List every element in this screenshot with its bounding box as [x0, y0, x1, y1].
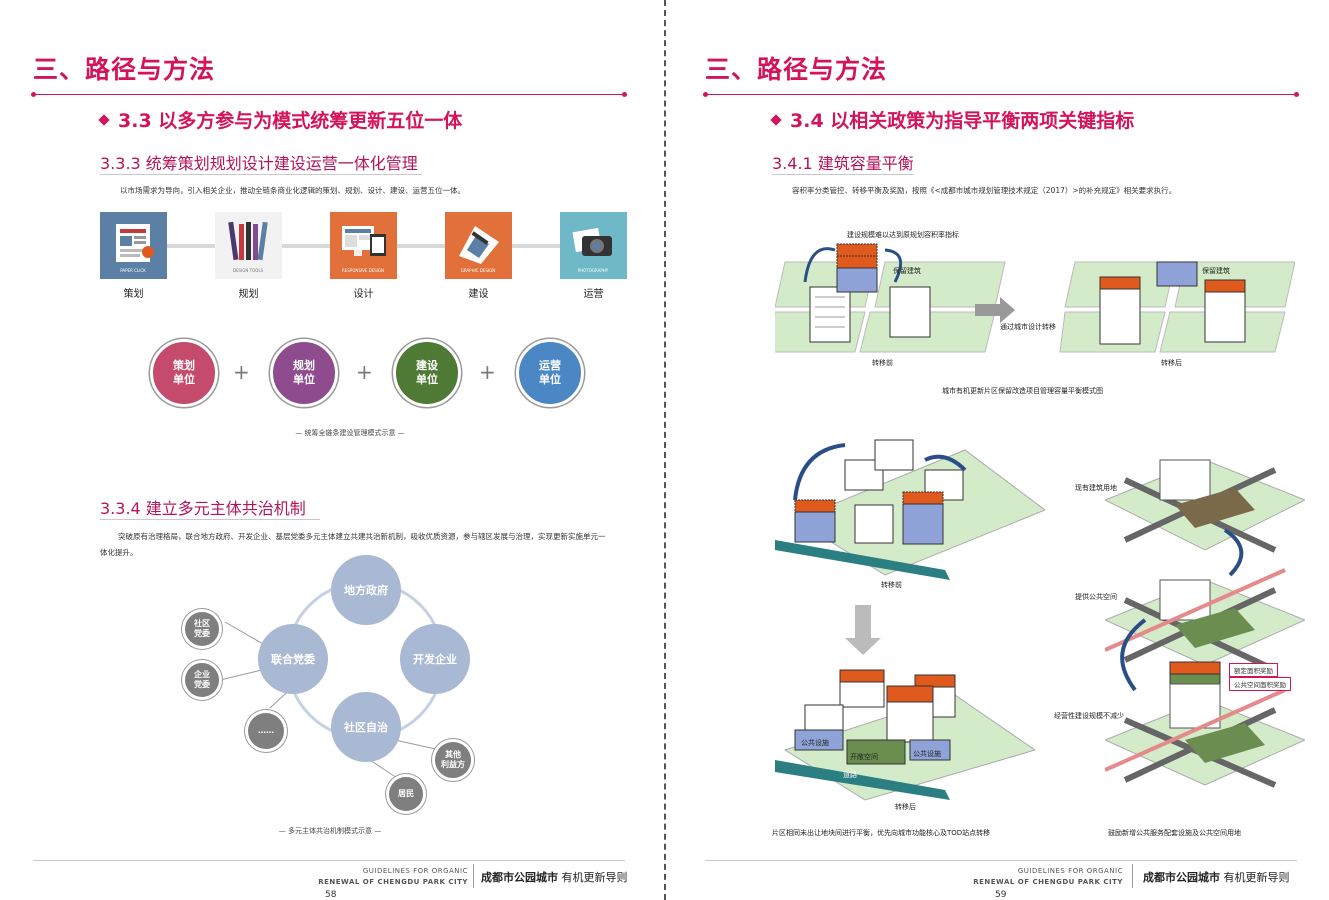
diagram2-road-label: 道路	[843, 771, 857, 779]
diagram1-keep-label-before: 保留建筑	[893, 267, 921, 275]
page-divider	[664, 0, 666, 900]
footer-divider	[33, 860, 625, 861]
camera-icon: PHOTOGRAPHY	[560, 212, 627, 279]
unit-construction: 建设 单位	[393, 339, 461, 407]
section-divider	[703, 92, 1299, 97]
satellite-enterprise-party: 企业 党委	[182, 660, 222, 700]
node-community-self-governance: 社区自治	[331, 692, 401, 762]
public-space-diagram	[1105, 459, 1305, 788]
svg-text:PHOTOGRAPHY: PHOTOGRAPHY	[578, 268, 609, 273]
right-page: 三、路径与方法 3.4 以相关政策为指导平衡两项关键指标 3.4.1 建筑容量平…	[665, 0, 1329, 900]
icon-label-construction: 建设	[468, 289, 489, 300]
diagram3-tag-public-bonus: 公共空间面积奖励	[1229, 677, 1291, 691]
diagram1-before-label: 转移前	[872, 359, 893, 367]
paragraph-334-line1: 突破原有治理格局，联合地方政府、开发企业、基层党委多元主体建立共建共治新机制，吸…	[118, 532, 606, 541]
page-number: 59	[995, 890, 1007, 900]
satellite-community-party: 社区 党委	[182, 609, 222, 649]
footer-title: 成都市公园城市 有机更新导则	[481, 871, 628, 884]
diagram2-after-label: 转移后	[895, 803, 916, 811]
subsection-title: 3.3 以多方参与为模式统筹更新五位一体	[98, 106, 462, 133]
plus-sign: +	[356, 360, 373, 384]
diagram3-step3: 经营性建设规模不减少	[1054, 712, 1124, 720]
heading-underline	[772, 174, 914, 175]
svg-text:PAPER CLICK: PAPER CLICK	[120, 268, 146, 273]
node-developer: 开发企业	[400, 624, 470, 694]
section-divider	[31, 92, 627, 97]
diagram1-after-label: 转移后	[1161, 359, 1182, 367]
icon-label-zoning: 规划	[238, 289, 259, 300]
section-title: 三、路径与方法	[33, 55, 216, 84]
icon-label-design: 设计	[353, 289, 374, 300]
diagram2-open-space: 开敞空间	[850, 753, 878, 761]
diagram1-keep-label-after: 保留建筑	[1202, 267, 1230, 275]
svg-text:RESPONSIVE DESIGN: RESPONSIVE DESIGN	[342, 268, 384, 273]
footer-title: 成都市公园城市 有机更新导则	[1143, 871, 1290, 884]
paragraph-341: 容积率分类管控、转移平衡及奖励，按照《<成都市城市规划管理技术规定（2017）>…	[792, 186, 1177, 195]
svg-text:GRAPHIC DESIGN: GRAPHIC DESIGN	[461, 268, 496, 273]
caption-334: — 多元主体共治机制模式示意 —	[278, 827, 382, 835]
icon-label-operation: 运营	[583, 289, 604, 300]
unit-planning: 策划 单位	[150, 339, 218, 407]
node-joint-party-committee: 联合党委	[258, 624, 328, 694]
satellite-residents: 居民	[386, 774, 426, 814]
heading-341: 3.4.1 建筑容量平衡	[772, 154, 914, 173]
satellite-others: ……	[245, 710, 287, 752]
diagram2-public-facility-2: 公共设施	[913, 750, 941, 758]
construction-icon: GRAPHIC DESIGN	[445, 212, 512, 279]
satellite-other-stakeholders: 其他 利益方	[432, 739, 474, 781]
caption-333: — 统筹全链条建设管理模式示意 —	[295, 429, 405, 437]
footer-separator	[473, 864, 474, 888]
subsection-title: 3.4 以相关政策为指导平衡两项关键指标	[770, 106, 1134, 133]
heading-333: 3.3.3 统筹策划规划设计建设运营一体化管理	[100, 154, 418, 173]
heading-underline	[100, 519, 320, 520]
capacity-transfer-diagram	[775, 243, 1295, 353]
footer-separator	[1132, 864, 1133, 888]
section-title: 三、路径与方法	[705, 55, 888, 84]
diagram3-step1: 现有建筑用地	[1075, 484, 1117, 492]
diagram3-step2: 提供公共空间	[1075, 593, 1117, 601]
web-design-icon: RESPONSIVE DESIGN	[330, 212, 397, 279]
node-local-government: 地方政府	[331, 555, 401, 625]
diagram3-caption: 鼓励新增公共服务配套设施及公共空间用地	[1108, 829, 1241, 837]
diagram2-before-label: 转移前	[881, 581, 902, 589]
page-number: 58	[325, 890, 337, 900]
svg-text:DESIGN TOOLS: DESIGN TOOLS	[233, 268, 264, 273]
plus-sign: +	[233, 360, 250, 384]
heading-underline	[100, 174, 422, 175]
left-page: 三、路径与方法 3.3 以多方参与为模式统筹更新五位一体 3.3.3 统筹策划规…	[0, 0, 664, 900]
footer-divider	[705, 860, 1297, 861]
diamond-icon	[98, 113, 110, 126]
paragraph-333: 以市场需求为导向，引入相关企业，推动全链条商业化逻辑的策划、规划、设计、建设、运…	[120, 186, 465, 195]
diagram1-transfer-label: 通过城市设计转移	[1000, 323, 1056, 331]
plus-sign: +	[479, 360, 496, 384]
diagram2-caption: 片区相同未出让地块间进行平衡，优先向城市功能核心及TOD站点转移	[772, 829, 991, 837]
paragraph-334-line2: 体化提升。	[100, 548, 138, 557]
diamond-icon	[770, 113, 782, 126]
diagram2-public-facility-1: 公共设施	[801, 739, 829, 747]
unit-zoning: 规划 单位	[270, 339, 338, 407]
icon-label-planning: 策划	[123, 289, 144, 300]
unit-operation: 运营 单位	[516, 339, 584, 407]
drafting-tools-icon: DESIGN TOOLS	[215, 212, 282, 279]
heading-334: 3.3.4 建立多元主体共治机制	[100, 499, 306, 518]
diagram1-top-label: 建设规模难以达到原规划容积率指标	[847, 231, 959, 239]
area-balance-diagram	[775, 439, 1045, 801]
planning-board-icon: PAPER CLICK	[100, 212, 167, 279]
diagram1-caption: 城市有机更新片区保留改造项目管理容量平衡模式图	[942, 387, 1103, 395]
diagram3-tag-bonus: 额定面积奖励	[1229, 663, 1278, 677]
